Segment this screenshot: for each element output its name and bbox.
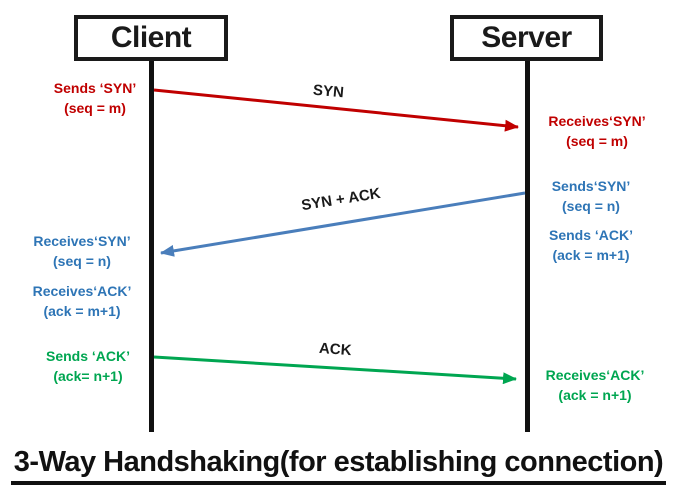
syn-ack-arrow <box>160 191 526 257</box>
annotation-line: Sends ‘SYN’ <box>53 80 137 96</box>
annotation-server-sends-ack: Sends ‘ACK’ (ack = m+1) <box>532 225 650 265</box>
syn-arrow <box>153 88 519 132</box>
annotation-line: (ack = m+1) <box>552 247 630 263</box>
annotation-server-receives-syn: Receives‘SYN’ (seq = m) <box>537 111 657 151</box>
annotation-line: Receives‘ACK’ <box>32 283 132 299</box>
annotation-line: (seq = m) <box>64 100 126 116</box>
annotation-line: (ack= n+1) <box>53 368 123 384</box>
annotation-line: (seq = m) <box>566 133 628 149</box>
diagram-title-row: 3-Way Handshaking(for establishing conne… <box>0 446 677 485</box>
annotation-server-sends-syn: Sends‘SYN’ (seq = n) <box>532 176 650 216</box>
annotation-line: Receives‘SYN’ <box>33 233 131 249</box>
annotation-line: (seq = n) <box>53 253 111 269</box>
annotation-server-receives-ack: Receives‘ACK’ (ack = n+1) <box>535 365 655 405</box>
annotation-client-receives-syn: Receives‘SYN’ (seq = n) <box>21 231 143 271</box>
annotation-line: (ack = n+1) <box>558 387 632 403</box>
ack-arrow <box>153 355 517 385</box>
annotation-line: Sends ‘ACK’ <box>45 348 130 364</box>
annotation-line: Sends ‘ACK’ <box>548 227 633 243</box>
annotation-client-sends-syn: Sends ‘SYN’ (seq = m) <box>35 78 155 118</box>
server-lifeline <box>525 60 530 432</box>
actor-label-server: Server <box>481 21 572 54</box>
client-lifeline <box>149 60 154 432</box>
annotation-line: Sends‘SYN’ <box>551 178 631 194</box>
annotation-line: Receives‘ACK’ <box>545 367 645 383</box>
syn-arrow-label: SYN <box>312 81 345 102</box>
annotation-line: (ack = m+1) <box>43 303 121 319</box>
actor-box-client: Client <box>74 15 228 61</box>
actor-label-client: Client <box>110 21 192 54</box>
actor-box-server: Server <box>450 15 603 61</box>
annotation-line: (seq = n) <box>562 198 620 214</box>
annotation-client-receives-ack: Receives‘ACK’ (ack = m+1) <box>21 281 143 321</box>
annotation-client-sends-ack: Sends ‘ACK’ (ack= n+1) <box>28 346 148 386</box>
ack-arrow-label: ACK <box>318 339 353 360</box>
diagram-title: 3-Way Handshaking(for establishing conne… <box>10 446 667 485</box>
annotation-line: Receives‘SYN’ <box>548 113 646 129</box>
